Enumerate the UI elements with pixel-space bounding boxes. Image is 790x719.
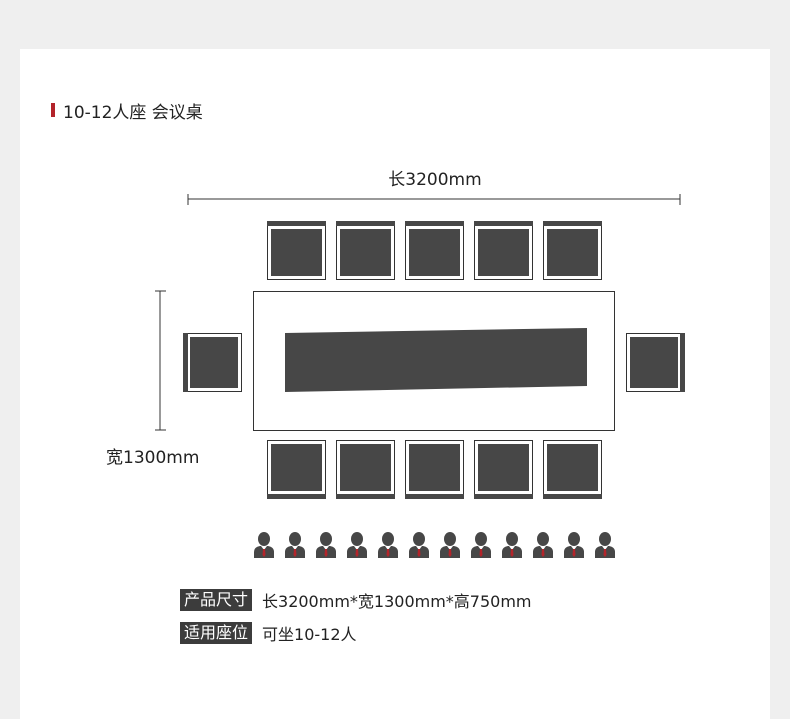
section-header: 10-12人座 会议桌 bbox=[51, 100, 203, 123]
size-tag: 产品尺寸 bbox=[180, 589, 253, 611]
chair-bottom bbox=[267, 440, 326, 499]
chair-right bbox=[626, 333, 685, 392]
chair-top bbox=[336, 221, 395, 280]
person-icon bbox=[502, 532, 522, 558]
chair-top bbox=[543, 221, 602, 280]
chair-top bbox=[474, 221, 533, 280]
title-accent-bar bbox=[51, 103, 55, 117]
chair-top bbox=[267, 221, 326, 280]
size-value: 长3200mm*宽1300mm*高750mm bbox=[262, 592, 532, 611]
person-icon bbox=[440, 532, 460, 558]
person-icon bbox=[316, 532, 336, 558]
person-icon bbox=[347, 532, 367, 558]
chair-left bbox=[183, 333, 242, 392]
info-row-seats: 适用座位 可坐10-12人 bbox=[180, 621, 357, 645]
width-label: 宽1300mm bbox=[106, 448, 200, 468]
person-icon bbox=[564, 532, 584, 558]
person-icon bbox=[533, 532, 553, 558]
seats-tag: 适用座位 bbox=[180, 622, 253, 644]
chair-bottom bbox=[336, 440, 395, 499]
length-dimension-line bbox=[187, 194, 681, 205]
chair-bottom bbox=[405, 440, 464, 499]
table-center-strip bbox=[285, 328, 587, 392]
chair-top bbox=[405, 221, 464, 280]
person-icon bbox=[409, 532, 429, 558]
person-icon bbox=[595, 532, 615, 558]
chair-bottom bbox=[474, 440, 533, 499]
person-icon bbox=[285, 532, 305, 558]
person-icon bbox=[378, 532, 398, 558]
info-row-size: 产品尺寸 长3200mm*宽1300mm*高750mm bbox=[180, 588, 532, 612]
seats-value: 可坐10-12人 bbox=[262, 625, 357, 644]
page-title: 10-12人座 会议桌 bbox=[63, 102, 203, 123]
width-dimension-line bbox=[155, 290, 166, 431]
person-icon bbox=[471, 532, 491, 558]
length-label: 长3200mm bbox=[388, 170, 482, 190]
chair-bottom bbox=[543, 440, 602, 499]
person-icon bbox=[254, 532, 274, 558]
